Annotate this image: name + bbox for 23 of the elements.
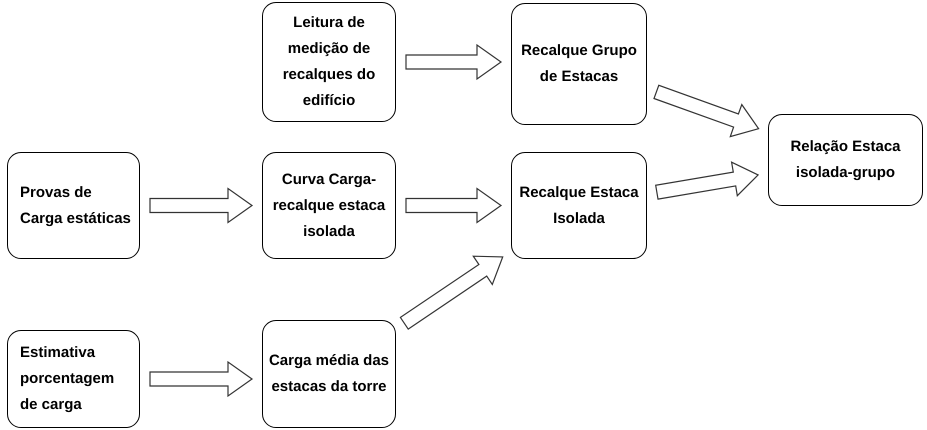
process-box <box>511 152 647 259</box>
block-arrow <box>405 44 502 80</box>
box-text: Estimativa porcentagem de carga <box>20 343 116 415</box>
box-text: Carga média das estacas da torre <box>268 351 390 397</box>
box-text: Recalque Grupo de Estacas <box>520 41 638 87</box>
process-box <box>7 330 140 428</box>
process-box <box>262 2 396 122</box>
process-box <box>262 320 396 428</box>
block-arrow <box>655 161 760 200</box>
process-box <box>768 114 923 206</box>
process-box <box>262 152 396 259</box>
box-text: Curva Carga-recalque estaca isolada <box>272 170 386 242</box>
box-text: Relação Estaca isolada-grupo <box>789 137 902 183</box>
block-arrow <box>149 187 254 224</box>
block-arrow <box>149 360 254 398</box>
block-arrow <box>400 256 504 330</box>
process-box <box>7 152 140 259</box>
block-arrow <box>405 187 502 224</box>
process-box <box>511 3 647 125</box>
block-arrow <box>653 84 760 138</box>
box-text: Provas de Carga estáticas <box>20 182 132 228</box>
box-text: Recalque Estaca Isolada <box>518 182 640 228</box>
box-text: Leitura de medição de recalques do edifício <box>282 13 376 111</box>
